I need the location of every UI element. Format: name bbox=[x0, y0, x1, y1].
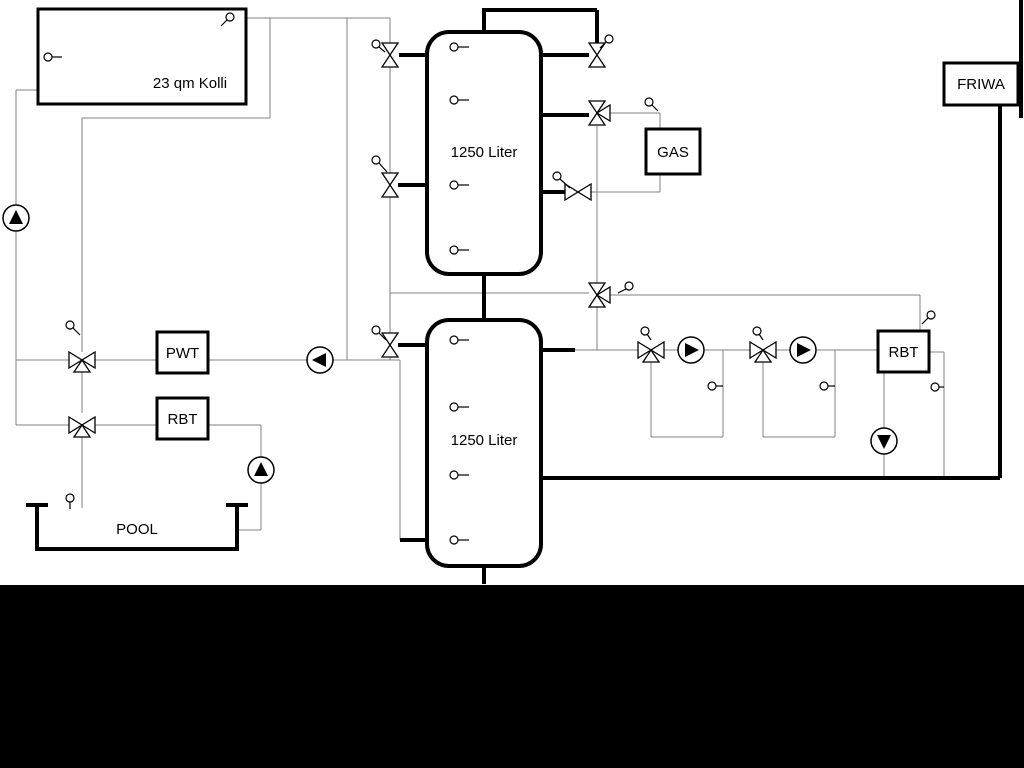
heating-mixer-1-valve-icon bbox=[637, 340, 665, 363]
gas-return-sensor-icon bbox=[552, 171, 571, 189]
tank-top-sensor-4-icon bbox=[449, 245, 469, 255]
sensors-layer bbox=[43, 12, 944, 545]
collector-left-sensor-icon bbox=[43, 52, 62, 62]
gas-boiler-box bbox=[644, 127, 702, 176]
solar-collector-box bbox=[36, 7, 248, 106]
tank-bottom-label: 1250 Liter bbox=[450, 432, 518, 449]
pumps-layer bbox=[2, 204, 898, 484]
loop-2-sensor-icon bbox=[819, 381, 835, 391]
tank-top-lower-left-valve-icon bbox=[380, 172, 400, 198]
pwt-pool-circuit-lines bbox=[81, 359, 401, 540]
valve-4-sensor-icon bbox=[599, 34, 614, 49]
tank-top-label: 1250 Liter bbox=[450, 144, 518, 161]
tank-top-upper-right-valve-icon bbox=[587, 42, 607, 68]
friwa-label: FRIWA bbox=[957, 76, 1005, 93]
heating-supply-sensor-icon bbox=[617, 281, 634, 294]
mixer-1-sensor-icon bbox=[640, 326, 652, 341]
pool-three-way-valve-icon bbox=[68, 415, 96, 438]
rbt-right-side-sensor-icon bbox=[930, 382, 944, 392]
heating-supply-three-way-valve-icon bbox=[587, 282, 611, 308]
gas-line-sensor-icon bbox=[644, 97, 659, 112]
pwt-three-way-valve-icon bbox=[68, 350, 96, 373]
tank-top-sensor-2-icon bbox=[449, 95, 469, 105]
heating-pump-2-icon bbox=[789, 336, 817, 364]
pool-label: POOL bbox=[116, 521, 158, 538]
rbt-right-label: RBT bbox=[888, 344, 919, 361]
collector-label: 23 qm Kolli bbox=[152, 75, 228, 92]
pwt-line-sensor-icon bbox=[65, 320, 81, 336]
heating-mixer-2-valve-icon bbox=[749, 340, 777, 363]
component-boxes bbox=[36, 7, 1020, 568]
tank-bottom-sensor-4-icon bbox=[449, 535, 469, 545]
tank-bottom-sensor-1-icon bbox=[449, 335, 469, 345]
rbt-left-box bbox=[155, 396, 210, 441]
tank-bottom-left-valve-icon bbox=[380, 332, 400, 358]
pwt-label: PWT bbox=[165, 345, 200, 362]
pool-basin-shape bbox=[26, 503, 248, 551]
gas-label: GAS bbox=[657, 144, 689, 161]
bottom-black-band bbox=[0, 585, 1024, 768]
valves-layer bbox=[68, 42, 777, 438]
gas-return-valve-icon bbox=[564, 182, 592, 202]
rbt-left-label: RBT bbox=[167, 411, 198, 428]
buffer-tank-bottom-box bbox=[425, 318, 543, 568]
collector-sensor-icon bbox=[220, 12, 235, 27]
tank-top-sensor-3-icon bbox=[449, 180, 469, 190]
tank-top-sensor-1-icon bbox=[449, 42, 469, 52]
gas-supply-three-way-valve-icon bbox=[587, 100, 611, 126]
valve-3-sensor-icon bbox=[371, 325, 387, 341]
heating-circuit-lines bbox=[575, 294, 945, 478]
pwt-pump-icon bbox=[306, 346, 334, 374]
valve-1-sensor-icon bbox=[371, 39, 386, 53]
rbt-right-top-sensor-icon bbox=[921, 310, 936, 325]
buffer-tank-top-box bbox=[425, 30, 543, 276]
pool-sensor-icon bbox=[65, 493, 75, 509]
pipe-network-secondary bbox=[15, 17, 945, 540]
solar-pump-icon bbox=[2, 204, 30, 232]
mixer-2-sensor-icon bbox=[752, 326, 764, 341]
boiler-circuit-lines bbox=[390, 112, 661, 294]
tank-bottom-sensor-2-icon bbox=[449, 402, 469, 412]
solar-circuit-lines bbox=[15, 17, 391, 426]
heating-pump-1-icon bbox=[677, 336, 705, 364]
tank-top-upper-left-valve-icon bbox=[380, 42, 400, 68]
pool-pump-icon bbox=[247, 456, 275, 484]
friwa-pump-icon bbox=[870, 427, 898, 455]
tank-bottom-sensor-3-icon bbox=[449, 470, 469, 480]
valve-2-sensor-icon bbox=[371, 155, 388, 173]
pipe-network-main bbox=[398, 0, 1023, 584]
hydraulic-diagram-canvas bbox=[2, 0, 1023, 584]
rbt-right-box bbox=[876, 329, 931, 374]
pwt-box bbox=[155, 330, 210, 375]
loop-1-sensor-icon bbox=[707, 381, 723, 391]
friwa-box bbox=[942, 61, 1020, 107]
main-pipes bbox=[398, 0, 1023, 584]
